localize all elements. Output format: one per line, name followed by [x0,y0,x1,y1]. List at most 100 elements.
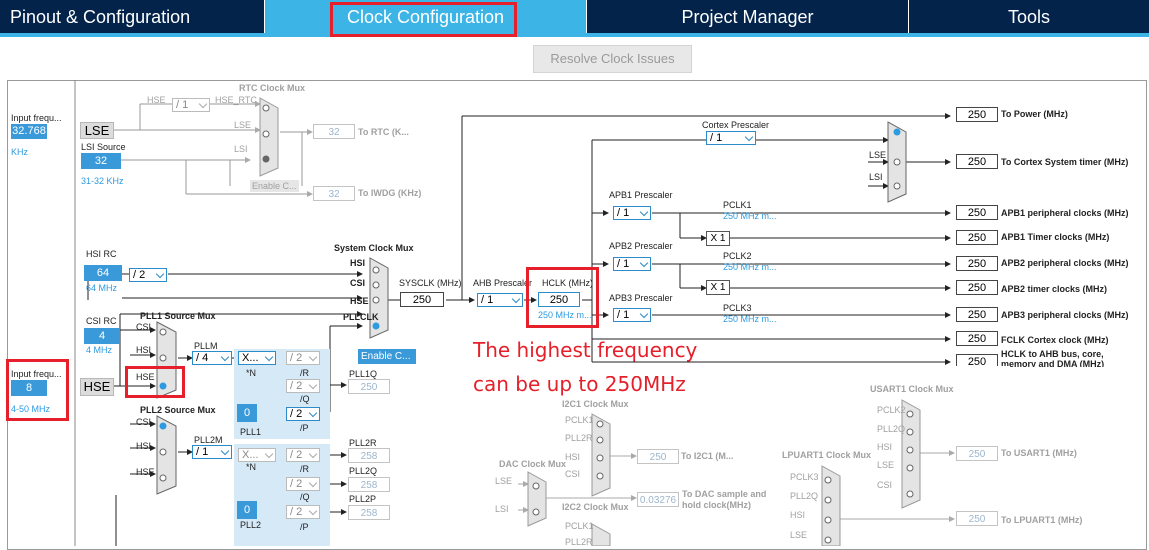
usart1-input: HSI [877,442,893,452]
output-label: HCLK to AHB bus, core, memory and DMA (M… [1001,349,1105,367]
rtc-output-label: To RTC (K... [358,127,409,137]
i2c1-input: CSI [565,469,581,479]
tab-project-manager[interactable]: Project Manager [587,0,909,33]
pll2-q-divider[interactable]: / 2 [286,477,320,491]
sysmux-csi-label: CSI [350,278,366,288]
lpuart1-input: PCLK3 [790,472,819,482]
output-label: APB3 peripheral clocks (MHz) [1001,310,1129,320]
apb2-prescaler-select[interactable]: / 1 [613,257,651,271]
dac-mux-title: DAC Clock Mux [499,459,567,469]
usart1-input: PCLK2 [877,405,906,415]
pll2r-label: PLL2R [349,438,377,448]
tab-clock-configuration[interactable]: Clock Configuration [265,0,587,33]
lse-button[interactable]: LSE [80,122,114,139]
hsi-divider-select[interactable]: / 2 [129,268,167,282]
output-value: 250 [956,205,998,220]
pll2-multiplier-select[interactable]: X... [238,448,276,462]
lpuart1-input: HSI [790,510,806,520]
lsi-value: 32 [81,153,121,169]
dac-input: LSI [495,504,509,514]
i2c1-input: PCLK1 [565,415,594,425]
pll2q-label: PLL2Q [349,466,378,476]
pll2-fractional[interactable]: 0 [237,501,257,519]
rtc-hse-rtc-label: HSE_RTC [215,95,257,105]
pll1-label: PLL1 [240,427,262,437]
pll1-fractional[interactable]: 0 [237,404,257,422]
usart1-mux-title: USART1 Clock Mux [870,384,954,394]
pll1-q-divider[interactable]: / 2 [286,379,320,393]
output-label: FCLK Cortex clock (MHz) [1001,335,1109,345]
ahb-prescaler-select[interactable]: / 1 [477,293,523,307]
hse-button[interactable]: HSE [80,378,114,396]
pll1-csi-label: CSI [136,322,152,332]
rtc-enable-css[interactable]: Enable C... [250,180,299,192]
i2c1-mux-title: I2C1 Clock Mux [562,399,629,409]
pll1-multiplier-select[interactable]: X... [238,351,276,365]
pll2-q-label: /Q [300,492,310,502]
pll2m-select[interactable]: / 1 [192,445,232,459]
i2c1-output-label: To I2C1 (M... [681,451,734,461]
i2c1-input: HSI [565,452,581,462]
lpuart1-input: PLL2Q [790,491,819,501]
pll2-hse-label: HSE [136,467,155,477]
cortex-prescaler-select[interactable]: / 1 [706,131,756,145]
output-value: 250 [956,154,998,169]
sysmux-enable-css[interactable]: Enable C... [358,349,416,364]
output-value: 250 [956,107,998,122]
annotation-line-2: can be up to 250MHz [473,372,686,396]
usart1-output-label: To USART1 (MHz) [1001,448,1077,458]
iwdg-output-label: To IWDG (KHz) [358,188,422,198]
rtc-value: 32 [313,124,355,139]
output-value: 250 [956,331,998,346]
input-frequency-top-unit: KHz [11,147,29,157]
input-frequency-top-value[interactable]: 32.768 [11,124,47,139]
lsi-range: 31-32 KHz [81,176,124,186]
pll2-r-divider[interactable]: / 2 [286,448,320,462]
cortex-prescaler-label: Cortex Prescaler [702,120,770,130]
hsi-rc-label: HSI RC [86,249,117,259]
hclk-value[interactable]: 250 [538,292,580,307]
pclk1-max: 250 MHz m... [723,211,777,221]
rtc-hse-divider[interactable]: / 1 [172,98,210,112]
apb3-prescaler-select[interactable]: / 1 [613,308,651,322]
pll2m-label: PLL2M [194,435,223,445]
tab-pinout-configuration[interactable]: Pinout & Configuration [0,0,265,33]
pll1-n-label: *N [246,368,257,378]
clip-mask [590,366,1010,376]
pll2-r-label: /R [300,464,309,474]
input-frequency-bottom-label: Input frequ... [11,369,62,379]
pclk2-label: PCLK2 [723,251,752,261]
pllm-select[interactable]: / 4 [192,351,232,365]
pll2p-value: 258 [348,505,390,520]
rtc-hse-label: HSE [147,95,166,105]
lpuart1-value: 250 [956,511,998,526]
pclk3-max: 250 MHz m... [723,314,777,324]
system-clock-mux-title: System Clock Mux [334,243,414,253]
output-value: 250 [956,256,998,271]
resolve-clock-issues-button[interactable]: Resolve Clock Issues [533,45,692,73]
i2c1-input: PLL2R [565,433,593,443]
cortex-lse-label: LSE [869,150,887,160]
top-tab-bar: Pinout & Configuration Clock Configurati… [0,0,1149,33]
output-label: To Cortex System timer (MHz) [1001,157,1129,167]
pll2-p-divider[interactable]: / 2 [286,505,320,519]
pll1-p-divider[interactable]: / 2 [286,407,320,421]
lsi-source-label: LSI Source [81,142,126,152]
input-frequency-bottom-value[interactable]: 8 [11,380,47,396]
tab-tools[interactable]: Tools [1007,7,1051,27]
i2c2-input: PLL2R [565,537,593,547]
hclk-max: 250 MHz m... [538,310,592,320]
iwdg-value: 32 [313,186,355,201]
pll1-source-mux-title: PLL1 Source Mux [140,311,216,321]
usart1-input: CSI [877,480,893,490]
hclk-label: HCLK (MHz) [542,278,593,288]
i2c2-mux-title: I2C2 Clock Mux [562,502,629,512]
pll1q-label: PLL1Q [349,369,378,379]
apb2-timer-multiplier: X 1 [706,280,730,295]
sysmux-pllclk-label: PLLCLK [343,312,379,322]
apb1-prescaler-select[interactable]: / 1 [613,206,651,220]
pll2-label: PLL2 [240,520,262,530]
pll1-r-divider[interactable]: / 2 [286,351,320,365]
pll1-hsi-label: HSI [136,345,152,355]
